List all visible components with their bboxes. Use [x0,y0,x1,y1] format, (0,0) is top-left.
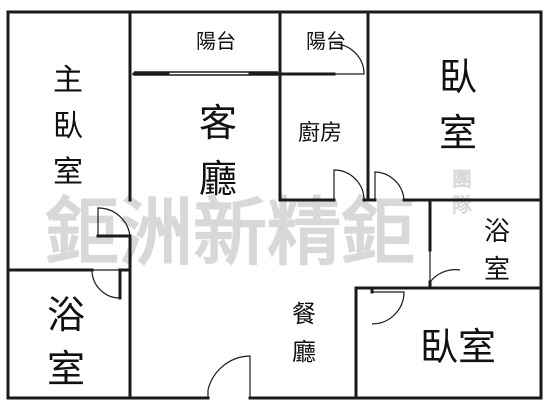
door-kitchen [333,169,365,201]
interior-walls [6,10,543,400]
master-bedroom-label-3: 室 [53,155,83,190]
watermark-small-top: 團 [452,167,472,191]
bedroom-1-label-1: 臥 [439,55,477,99]
balcony-1-label: 陽台 [196,29,236,53]
door-entry [207,355,251,398]
door-bedroom-1 [374,171,405,201]
bath-left-label-1: 浴 [47,293,85,337]
living-room-label-1: 客 [199,101,237,145]
watermark-small-bottom: 隊 [452,193,473,217]
master-bedroom-label-1: 主 [53,63,83,98]
door-bath-left [91,269,121,299]
door-balcony [333,43,365,75]
door-bath-right [429,250,461,284]
bedroom-1-label-2: 室 [439,111,477,155]
outer-walls [6,10,543,400]
door-master-bedroom [97,207,131,237]
balcony-2-label: 陽台 [306,29,346,53]
watermark-text: 鉅洲新精鉅 [45,190,415,276]
dining-label-1: 餐 [292,300,316,328]
room-labels: 陽台 陽台 主 臥 室 客 廳 廚房 臥 室 浴 室 浴 室 餐 廳 臥室 [47,29,510,391]
dining-label-2: 廳 [292,338,316,366]
watermark: 鉅洲新精鉅 團 隊 [45,167,473,276]
door-bedroom-2 [371,291,405,325]
bath-right-label-1: 浴 [484,217,510,247]
bedroom-2-label: 臥室 [420,325,496,369]
master-bedroom-label-2: 臥 [53,109,83,144]
doors [91,43,461,398]
kitchen-label: 廚房 [298,121,342,146]
living-room-label-2: 廳 [199,157,237,201]
bath-left-label-2: 室 [47,347,85,391]
bath-right-label-2: 室 [484,255,510,285]
